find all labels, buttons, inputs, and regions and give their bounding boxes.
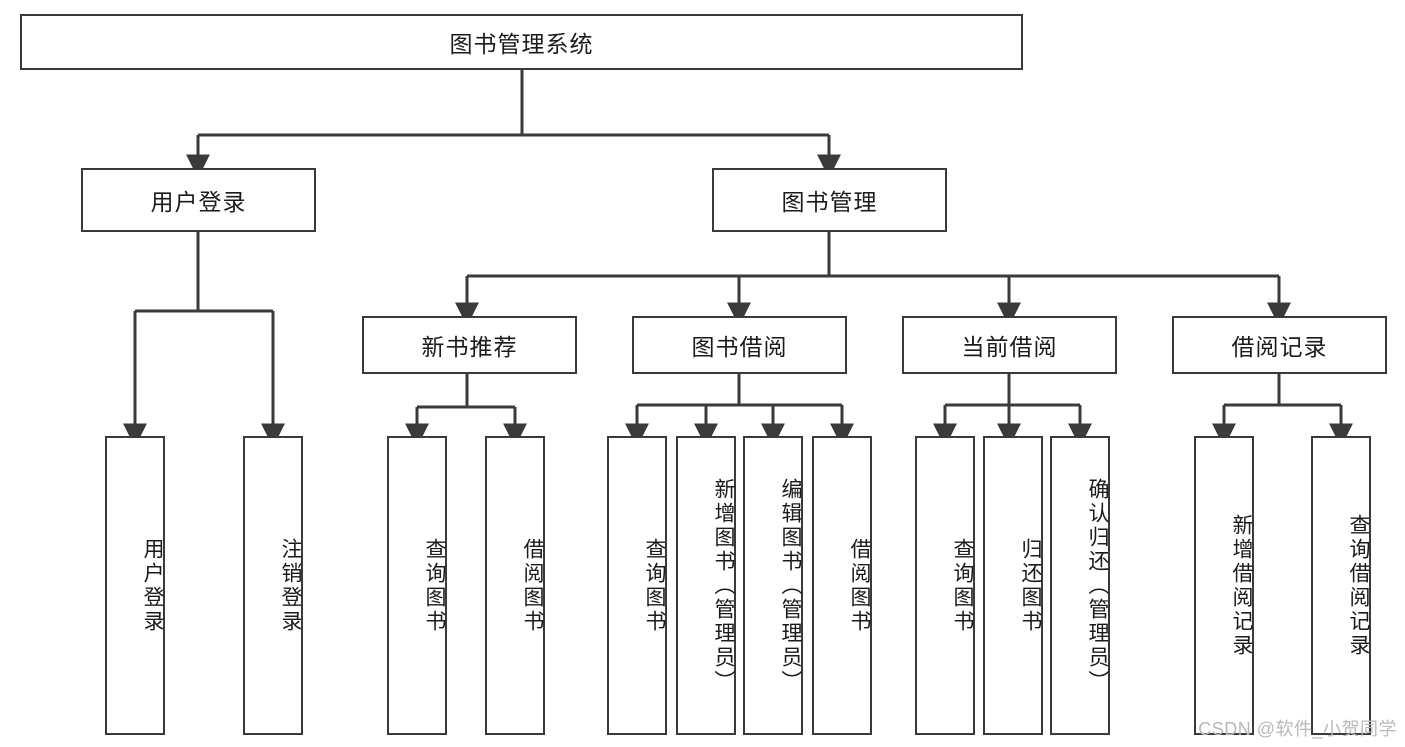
node-label: 图书管理系统 [449,31,594,57]
leaf-query-book-new[interactable]: 查询图书 [387,436,447,735]
leaf-edit-book-admin[interactable]: 编辑图书（管理员） [743,436,803,735]
leaf-query-book-borrow[interactable]: 查询图书 [607,436,667,735]
leaf-return-book[interactable]: 归还图书 [983,436,1043,735]
node-label: 查询借阅记录 [1347,513,1370,658]
leaf-borrow-book[interactable]: 借阅图书 [812,436,872,735]
node-book-borrow[interactable]: 图书借阅 [632,316,847,374]
node-label: 用户登录 [141,537,164,634]
node-label: 确认归还（管理员） [1086,477,1109,694]
node-label: 编辑图书（管理员） [779,477,802,694]
node-label: 查询图书 [423,537,446,634]
node-label: 归还图书 [1019,537,1042,634]
leaf-user-login[interactable]: 用户登录 [105,436,165,735]
node-label: 图书管理 [781,189,878,215]
leaf-query-book-current[interactable]: 查询图书 [915,436,975,735]
node-label: 借阅图书 [521,537,544,634]
node-label: 查询图书 [951,537,974,634]
node-borrow-records[interactable]: 借阅记录 [1172,316,1387,374]
leaf-borrow-book-new[interactable]: 借阅图书 [485,436,545,735]
leaf-confirm-return-admin[interactable]: 确认归还（管理员） [1050,436,1110,735]
leaf-logout[interactable]: 注销登录 [243,436,303,735]
node-root-system[interactable]: 图书管理系统 [20,14,1023,70]
node-label: 当前借阅 [961,334,1058,360]
node-label: 借阅记录 [1231,334,1328,360]
node-user-login[interactable]: 用户登录 [81,168,316,232]
node-label: 图书借阅 [691,334,788,360]
node-label: 新增图书（管理员） [712,477,735,694]
leaf-add-borrow-record[interactable]: 新增借阅记录 [1194,436,1254,735]
leaf-query-borrow-record[interactable]: 查询借阅记录 [1311,436,1371,735]
leaf-add-book-admin[interactable]: 新增图书（管理员） [676,436,736,735]
node-label: 用户登录 [150,189,247,215]
node-book-management[interactable]: 图书管理 [712,168,947,232]
node-current-borrow[interactable]: 当前借阅 [902,316,1117,374]
node-label: 查询图书 [643,537,666,634]
node-label: 新增借阅记录 [1230,513,1253,658]
node-label: 新书推荐 [421,334,518,360]
node-label: 注销登录 [279,537,302,634]
node-new-book-recommend[interactable]: 新书推荐 [362,316,577,374]
node-label: 借阅图书 [848,537,871,634]
